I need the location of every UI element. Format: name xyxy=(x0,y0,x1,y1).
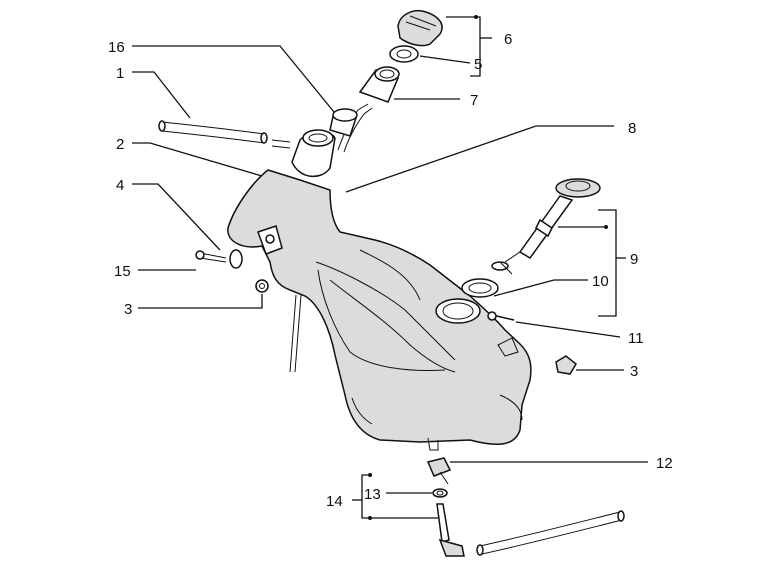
fuel-level-sender xyxy=(491,178,601,275)
tap-washer xyxy=(432,488,448,498)
callout-labels: 16 1 2 4 15 3 6 5 7 8 9 10 11 3 12 13 14 xyxy=(108,31,673,510)
callout-label-14: 14 xyxy=(326,493,343,510)
callout-label-6: 6 xyxy=(504,31,512,48)
vent-hose xyxy=(158,120,291,149)
mounting-bracket xyxy=(257,225,283,255)
sender-screw xyxy=(487,311,515,321)
callout-label-13: 13 xyxy=(364,486,381,503)
callout-label-9: 9 xyxy=(630,251,638,268)
neck-sleeve xyxy=(329,108,358,137)
sender-gasket xyxy=(461,278,499,298)
mounting-screw xyxy=(195,249,243,269)
callout-label-3-right: 3 xyxy=(630,363,638,380)
cap-gasket xyxy=(389,45,419,63)
nut-left xyxy=(255,279,269,293)
fuel-cap xyxy=(397,10,443,47)
callout-label-16: 16 xyxy=(108,39,125,56)
leader-lines xyxy=(132,16,648,519)
filler-tube xyxy=(358,66,400,103)
callout-label-3-left: 3 xyxy=(124,301,132,318)
callout-label-5: 5 xyxy=(474,56,482,73)
callout-label-1: 1 xyxy=(116,65,124,82)
callout-label-2: 2 xyxy=(116,136,124,153)
bullet-dots xyxy=(368,15,608,520)
filler-neck xyxy=(291,129,336,177)
fuel-hose xyxy=(476,510,625,556)
clip-nut-right xyxy=(555,355,577,375)
callout-label-7: 7 xyxy=(470,92,478,109)
callout-label-8: 8 xyxy=(628,120,636,137)
outlet-pipe xyxy=(436,503,465,557)
callout-label-4: 4 xyxy=(116,177,124,194)
fuel-tap xyxy=(426,457,452,485)
callout-label-10: 10 xyxy=(592,273,609,290)
fuel-tank-body xyxy=(227,169,532,451)
callout-label-15: 15 xyxy=(114,263,131,280)
callout-label-11: 11 xyxy=(628,330,644,347)
callout-label-12: 12 xyxy=(656,455,673,472)
